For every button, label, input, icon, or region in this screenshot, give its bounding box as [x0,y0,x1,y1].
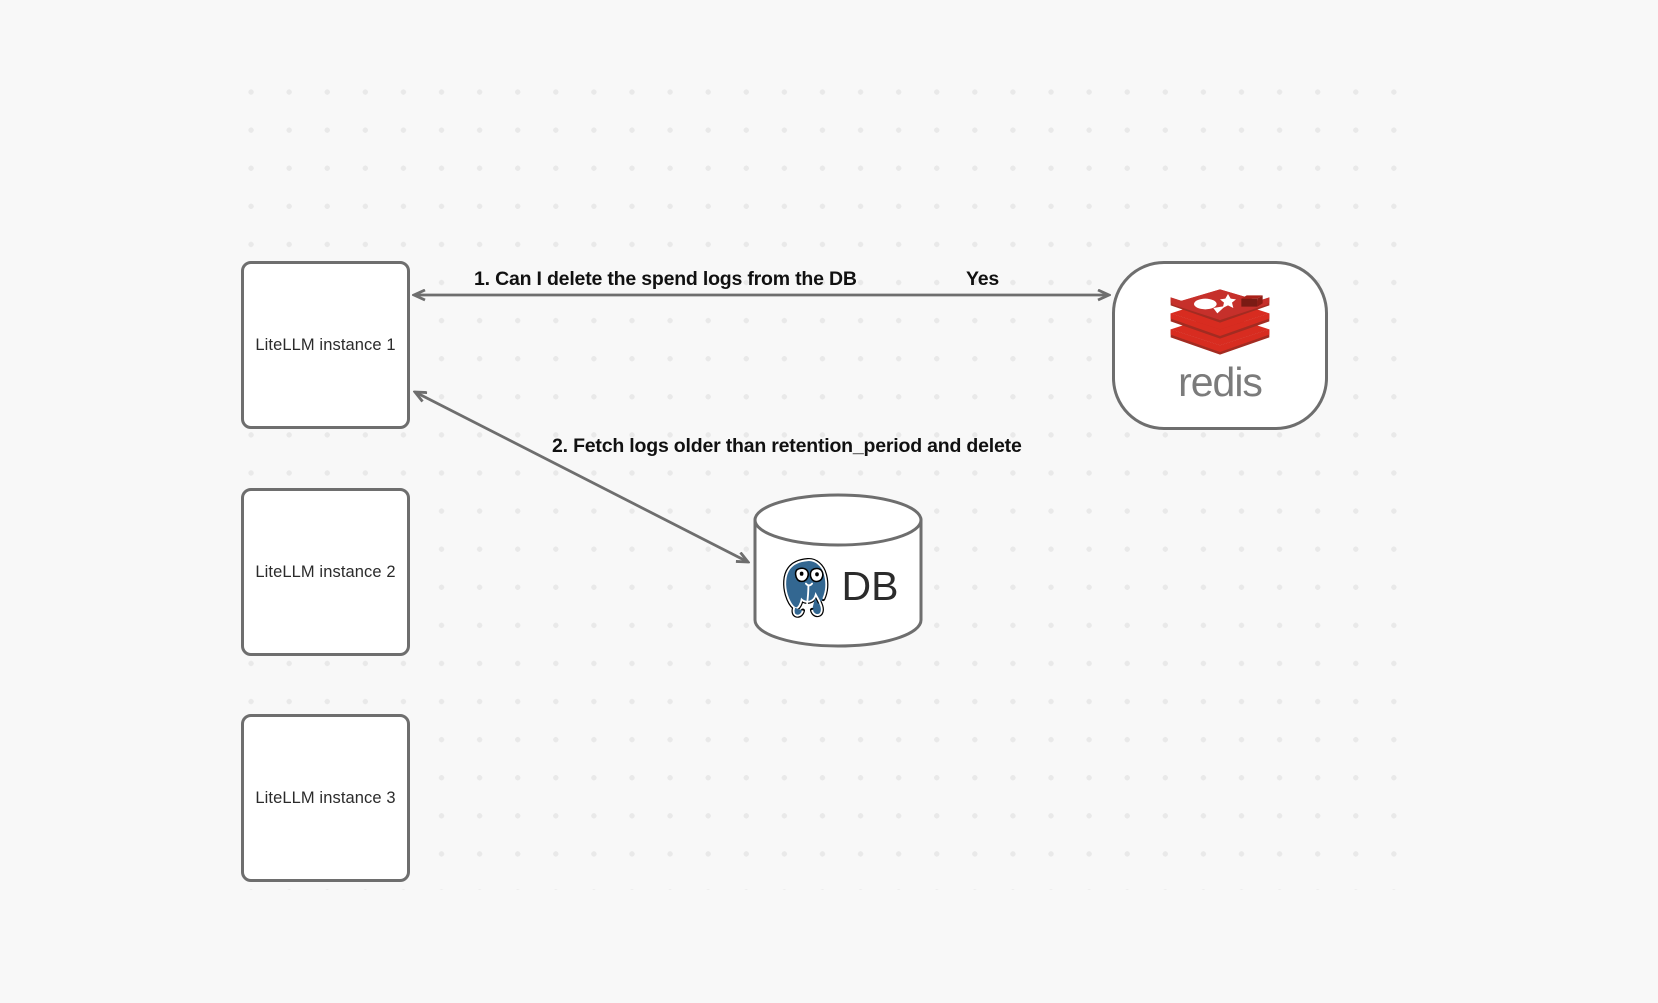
node-litellm-instance-1[interactable]: LiteLLM instance 1 [241,261,410,429]
node-label: LiteLLM instance 3 [255,788,396,807]
node-litellm-instance-2[interactable]: LiteLLM instance 2 [241,488,410,656]
redis-logo-icon [1170,289,1270,355]
node-database[interactable]: DB [752,492,924,648]
edge-label-1-reply: Yes [966,268,1000,290]
node-litellm-instance-3[interactable]: LiteLLM instance 3 [241,714,410,882]
edge-label-1: 1. Can I delete the spend logs from the … [474,268,857,290]
node-label: LiteLLM instance 2 [255,562,396,581]
node-label: LiteLLM instance 1 [255,335,396,354]
database-label: DB [841,562,899,609]
edge-litellm1-database [415,392,748,562]
redis-wordmark: redis [1178,359,1263,405]
postgresql-elephant-icon [782,557,828,618]
edge-label-2: 2. Fetch logs older than retention_perio… [552,435,1022,457]
node-redis[interactable]: redis [1112,261,1328,430]
